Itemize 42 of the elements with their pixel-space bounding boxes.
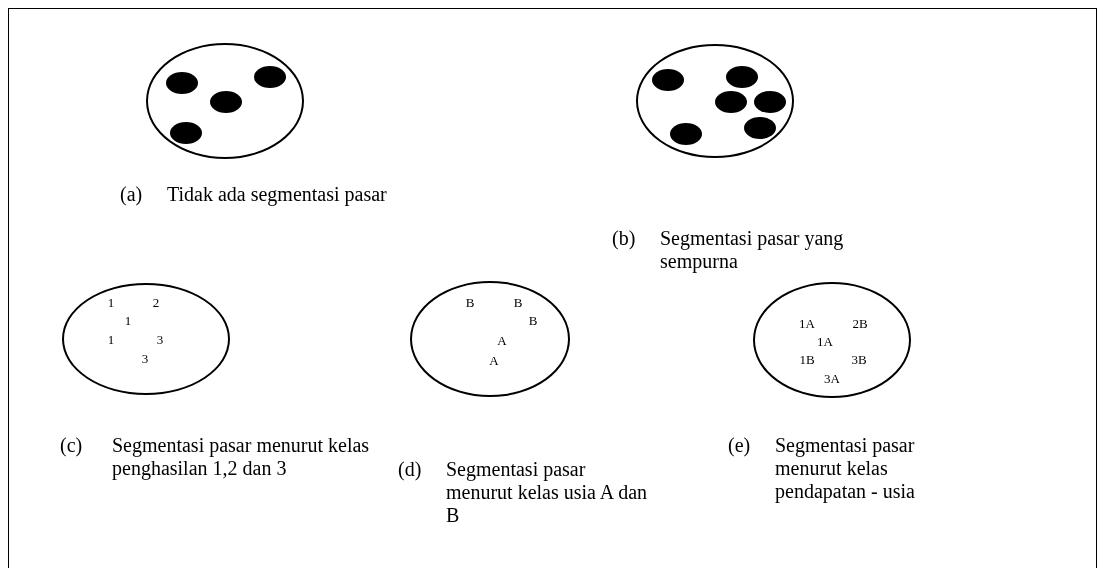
market-dot bbox=[254, 66, 286, 88]
market-dot bbox=[715, 91, 747, 113]
segment-label: A bbox=[489, 353, 499, 367]
segment-label: 3B bbox=[851, 352, 867, 366]
segment-label: 1B bbox=[799, 352, 815, 366]
segment-label: 1 bbox=[107, 332, 115, 346]
segment-label: 3 bbox=[156, 332, 164, 346]
caption-marker: (c) bbox=[60, 434, 83, 457]
segment-label: 2B bbox=[852, 316, 868, 330]
market-ellipse bbox=[410, 281, 570, 397]
segment-label: 1 bbox=[107, 295, 115, 309]
caption-marker: (e) bbox=[728, 434, 751, 457]
segment-label: 1A bbox=[799, 316, 815, 330]
segment-label: 1A bbox=[817, 334, 833, 348]
segment-label: 3 bbox=[141, 351, 149, 365]
market-dot bbox=[210, 91, 242, 113]
market-dot bbox=[652, 69, 684, 91]
node-label: Segmentasi pasar menurut kelas penghasilan 1,2 dan 3 bbox=[112, 434, 371, 480]
caption-marker: (b) bbox=[612, 227, 636, 250]
segment-label: 1 bbox=[124, 313, 132, 327]
caption-marker: (d) bbox=[398, 458, 422, 481]
segment-label: B bbox=[528, 313, 538, 327]
segment-label: B bbox=[513, 295, 523, 309]
market-ellipse bbox=[62, 283, 230, 395]
caption-marker: (a) bbox=[120, 183, 143, 206]
segment-label: 3A bbox=[824, 371, 840, 385]
segment-label: B bbox=[465, 295, 475, 309]
market-dot bbox=[726, 66, 758, 88]
market-dot bbox=[170, 122, 202, 144]
market-dot bbox=[754, 91, 786, 113]
market-dot bbox=[670, 123, 702, 145]
node-label: Segmentasi pasar menurut kelas pendapatan - usia bbox=[775, 434, 916, 503]
market-ellipse bbox=[146, 43, 304, 159]
node-label: Tidak ada segmentasi pasar bbox=[167, 183, 387, 206]
node-label: Segmentasi pasar menurut kelas usia A dan B bbox=[446, 458, 649, 527]
market-ellipse bbox=[636, 44, 794, 158]
market-dot bbox=[744, 117, 776, 139]
segment-label: 2 bbox=[152, 295, 160, 309]
market-dot bbox=[166, 72, 198, 94]
market-ellipse bbox=[753, 282, 911, 398]
caption: Segmentasi pasar yang sempurna bbox=[660, 227, 845, 273]
segment-label: A bbox=[497, 333, 507, 347]
